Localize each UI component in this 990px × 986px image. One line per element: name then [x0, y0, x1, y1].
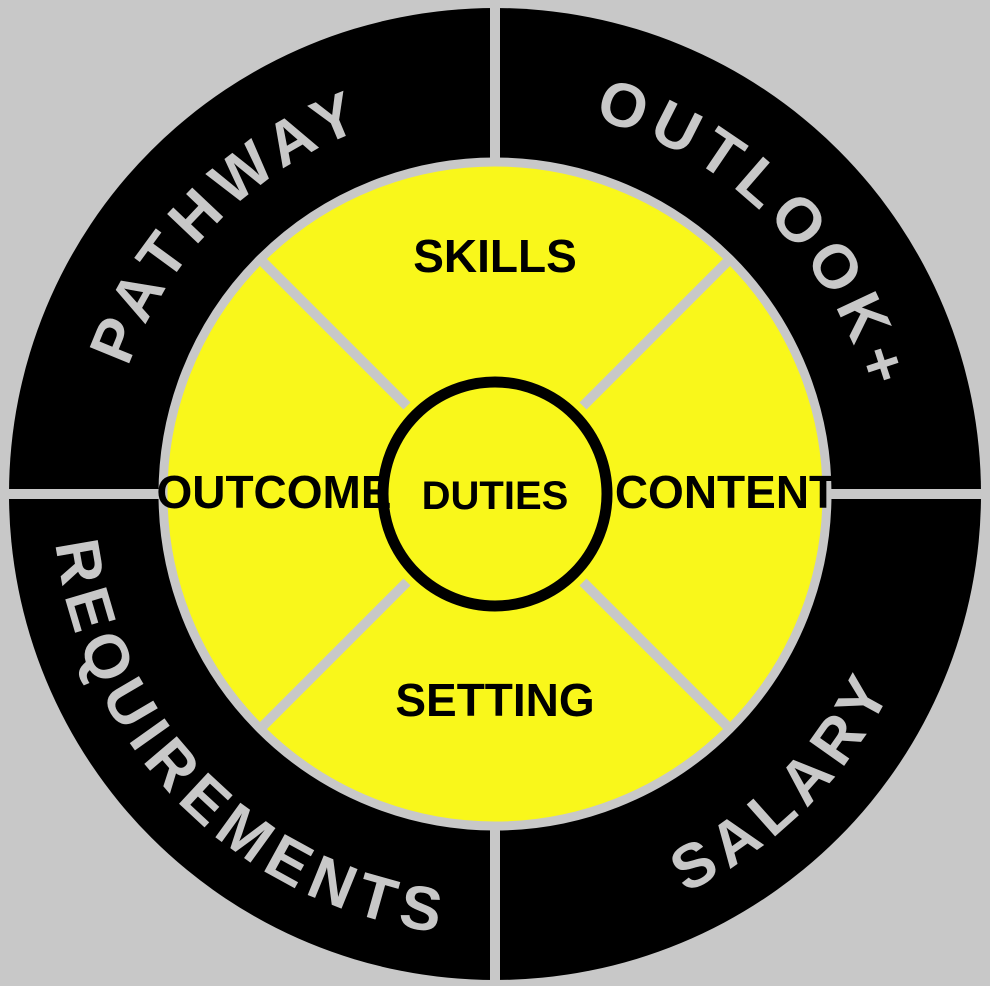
wheel-label-content: CONTENT	[615, 466, 837, 518]
wheel-divider-se	[579, 578, 731, 730]
wheel-label-setting: SETTING	[395, 674, 594, 726]
center-circle	[377, 376, 613, 612]
wheel-label-skills: SKILLS	[413, 230, 577, 282]
wheel-divider-nw	[259, 258, 411, 410]
wheel-label-outcome: OUTCOME	[156, 466, 391, 518]
center-label-duties: DUTIES	[422, 474, 569, 518]
wheel-divider-ne	[579, 258, 731, 410]
wheel-divider-sw	[259, 578, 411, 730]
